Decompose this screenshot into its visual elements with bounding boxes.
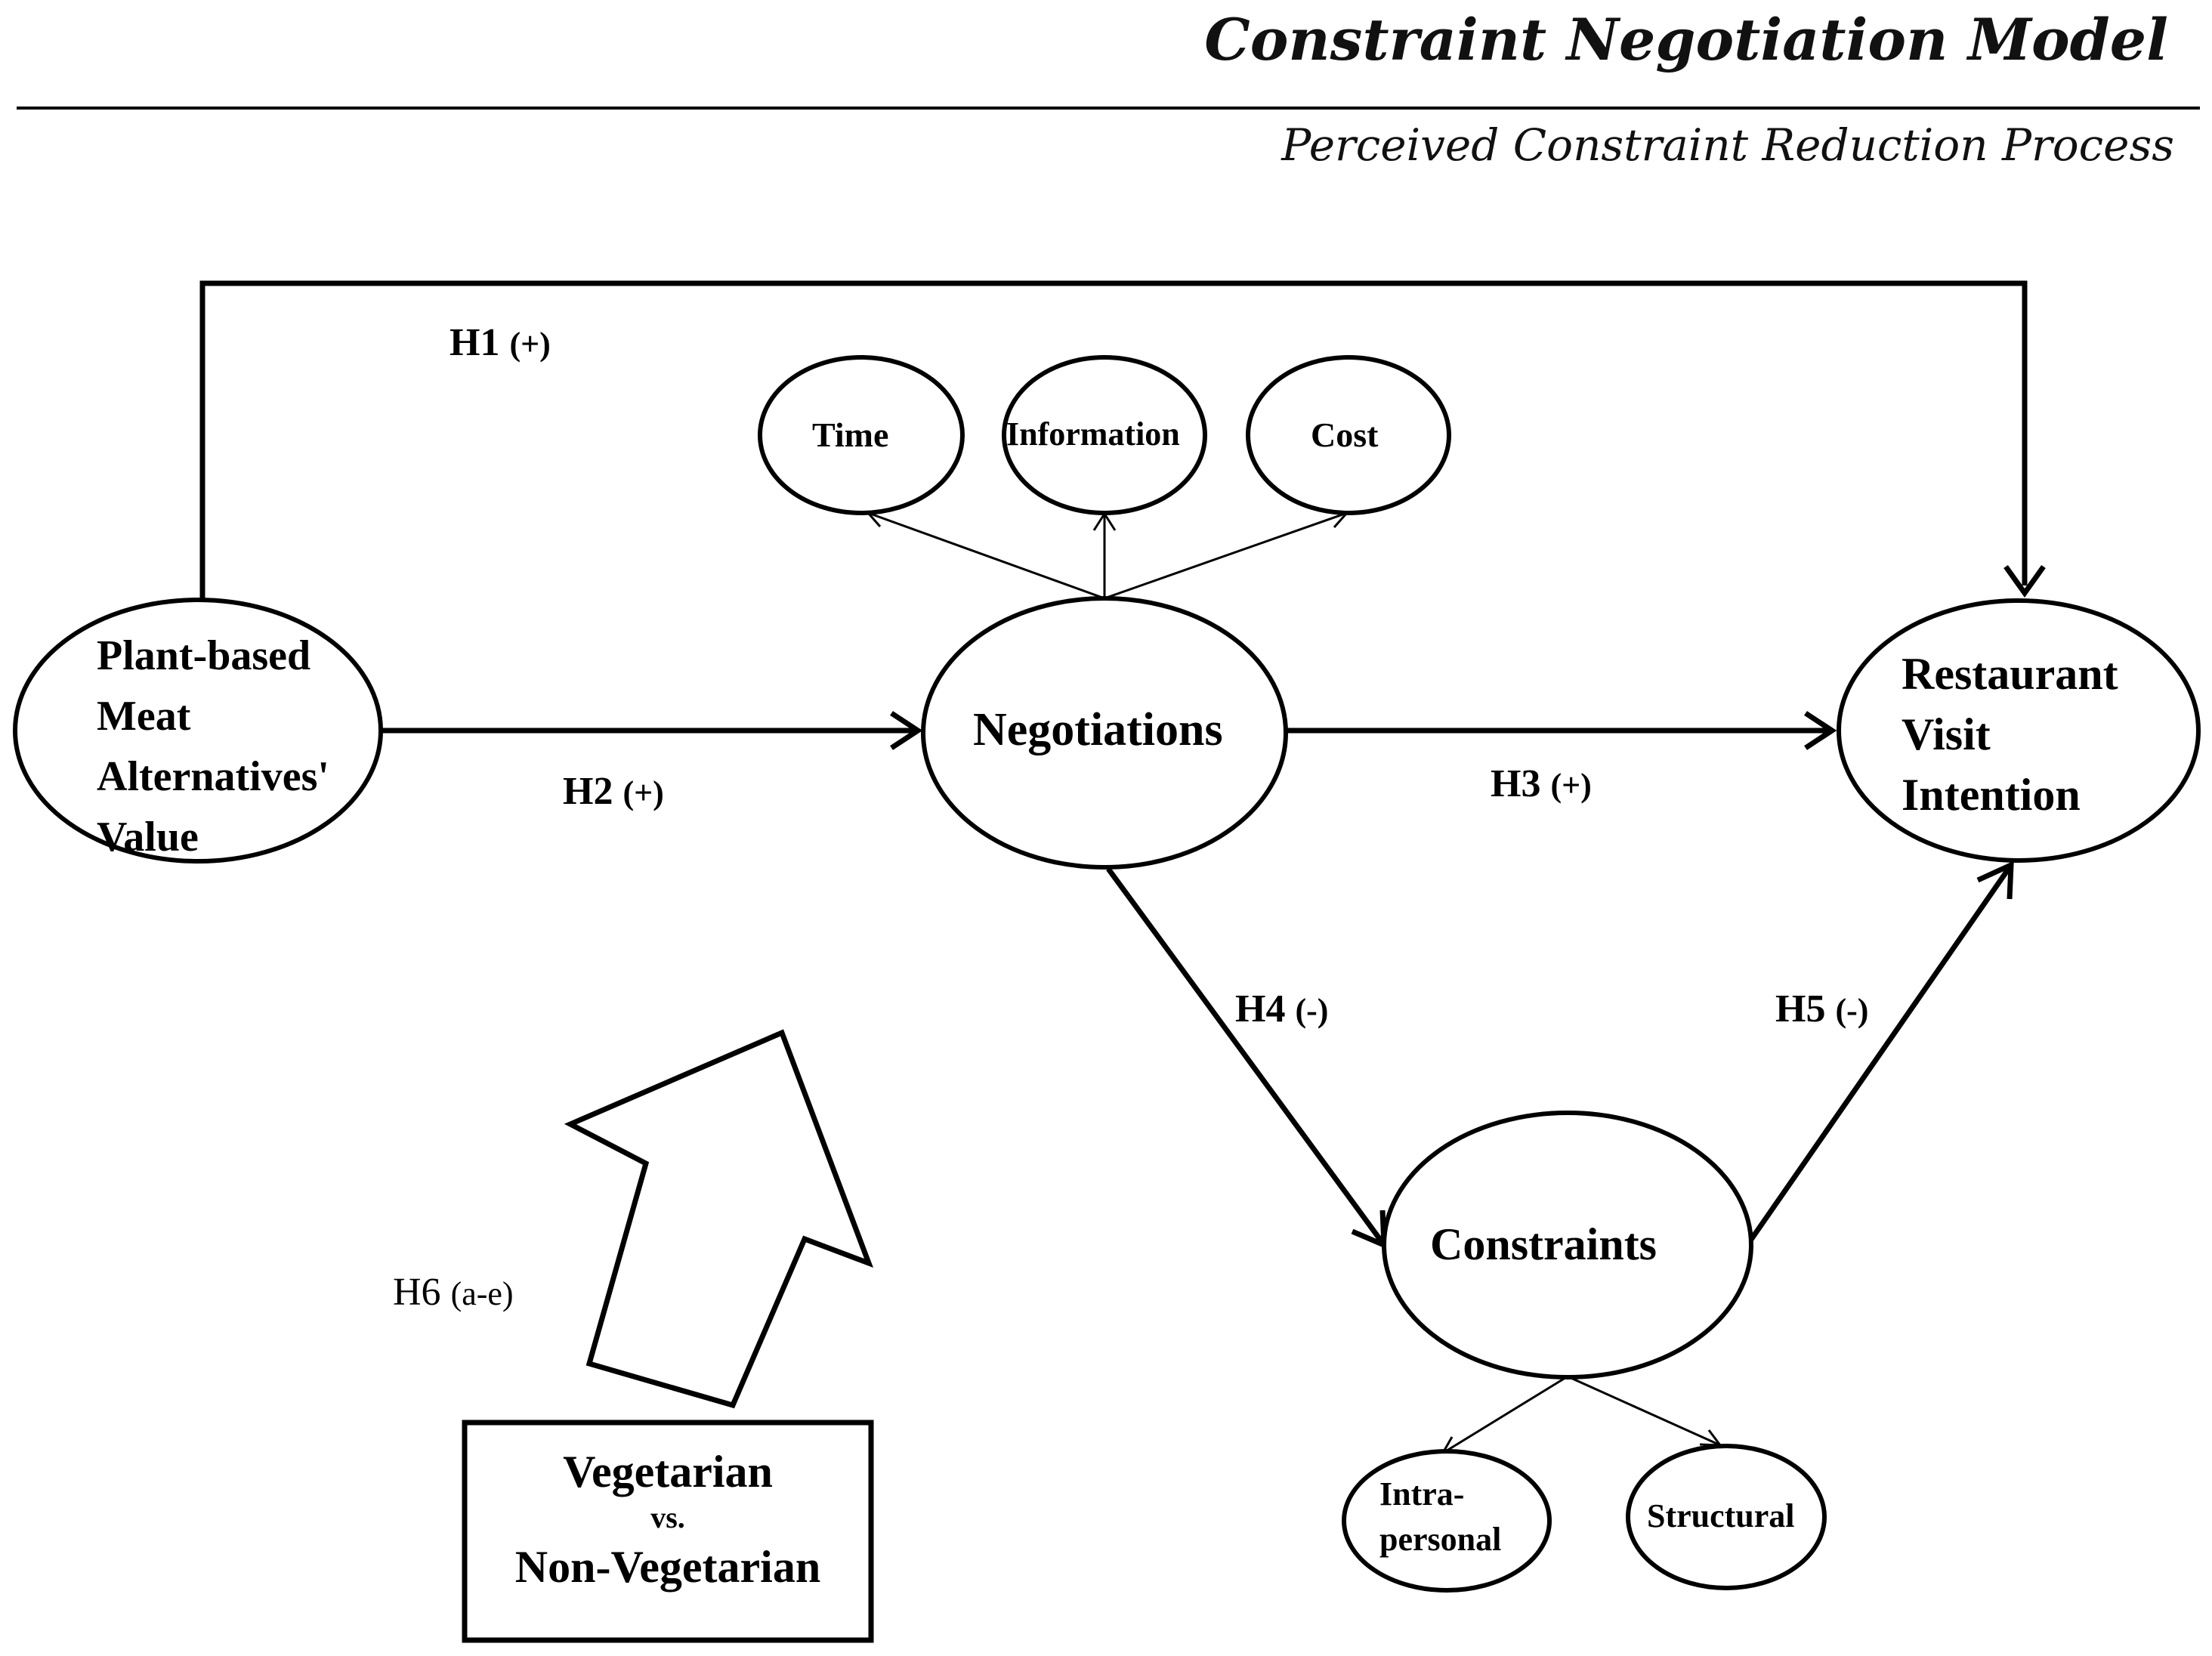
- hypothesis-h1-sign: (+): [509, 326, 551, 363]
- node-cost-ellipse: [1246, 355, 1451, 515]
- moderator-label: Vegetarian vs. Non-Vegetarian: [465, 1447, 871, 1595]
- moderator-line-2: vs.: [650, 1500, 685, 1534]
- hypothesis-h4-label: H4 (-): [1235, 990, 1328, 1029]
- path-h5: [1747, 866, 2012, 1244]
- node-value-ellipse: [13, 598, 383, 864]
- hypothesis-h5-label: H5 (-): [1775, 990, 1868, 1029]
- path-con-structural: [1567, 1375, 1719, 1446]
- moderator-line-1: Vegetarian: [563, 1447, 773, 1497]
- node-intention-line-2: Visit: [1902, 709, 1991, 759]
- hypothesis-h3-sign: (+): [1550, 767, 1592, 804]
- node-constraints-ellipse: [1382, 1111, 1753, 1379]
- node-intention-label: Restaurant Visit Intention: [1902, 644, 2118, 825]
- node-intrapersonal-label: Intra- personal: [1379, 1472, 1501, 1562]
- node-intrapersonal-ellipse: [1342, 1449, 1552, 1593]
- node-information-label: Information: [1006, 416, 1180, 453]
- node-negotiations-ellipse: [921, 596, 1288, 870]
- hypothesis-h2-label: H2 (+): [563, 772, 664, 811]
- node-intrapersonal-line-2: personal: [1379, 1521, 1502, 1558]
- path-neg-time: [870, 512, 1105, 600]
- node-value-line-2: Meat: [97, 693, 191, 740]
- hypothesis-h2-id: H2: [563, 770, 613, 813]
- path-neg-cost: [1104, 512, 1345, 600]
- node-time-ellipse: [758, 355, 965, 515]
- page-subtitle: Perceived Constraint Reduction Process: [1281, 119, 2174, 171]
- node-value-line-1: Plant-based: [97, 632, 311, 679]
- node-structural-ellipse: [1626, 1444, 1827, 1590]
- node-structural-label: Structural: [1647, 1497, 1795, 1534]
- moderator-block-arrow: [564, 1029, 874, 1409]
- node-intrapersonal-line-1: Intra-: [1379, 1475, 1465, 1512]
- node-information-ellipse: [1002, 355, 1207, 515]
- path-h1: [199, 280, 2028, 601]
- path-h4: [1106, 867, 1385, 1245]
- moderator-line-3: Non-Vegetarian: [514, 1542, 821, 1592]
- hypothesis-h5-id: H5: [1775, 987, 1826, 1030]
- node-constraints-label: Constraints: [1430, 1219, 1657, 1269]
- hypothesis-h5-sign: (-): [1835, 992, 1869, 1029]
- hypothesis-h3-label: H3 (+): [1491, 765, 1592, 804]
- node-time-label: Time: [812, 416, 889, 454]
- arrowhead-h5: [1976, 860, 2014, 900]
- hypothesis-h2-sign: (+): [623, 774, 664, 811]
- node-cost-label: Cost: [1311, 416, 1379, 454]
- hypothesis-h6-id: H6: [393, 1271, 441, 1314]
- node-intention-ellipse: [1837, 598, 2201, 863]
- node-value-line-3: Alternatives': [97, 753, 329, 800]
- arrowhead-h1: [2003, 564, 2046, 598]
- node-value-line-4: Value: [97, 814, 199, 860]
- hypothesis-h1-label: H1 (+): [450, 323, 551, 363]
- hypothesis-h4-id: H4: [1235, 987, 1286, 1030]
- path-con-intrapersonal: [1444, 1375, 1568, 1454]
- hypothesis-h4-sign: (-): [1295, 992, 1329, 1029]
- node-negotiations-label: Negotiations: [973, 704, 1223, 755]
- node-intention-line-1: Restaurant: [1902, 649, 2118, 699]
- hypothesis-h6-sign: (a-e): [450, 1275, 514, 1312]
- moderator-box: [462, 1420, 874, 1643]
- arrowhead-h3: [1804, 711, 1837, 750]
- node-value-label: Plant-based Meat Alternatives' Value: [97, 626, 329, 867]
- hypothesis-h1-id: H1: [450, 321, 500, 364]
- hypothesis-h3-id: H3: [1491, 762, 1541, 805]
- node-intention-line-3: Intention: [1902, 770, 2081, 820]
- arrowhead-h2: [890, 711, 923, 750]
- hypothesis-h6-label: H6 (a-e): [393, 1273, 514, 1312]
- page-title: Constraint Negotiation Model: [1204, 6, 2168, 73]
